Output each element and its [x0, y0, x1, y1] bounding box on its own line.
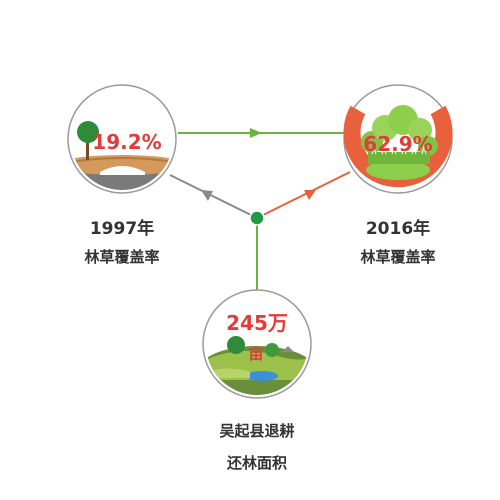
node-2016: 62.9% [343, 84, 453, 194]
forest-icon [361, 105, 438, 180]
arrow-head-left [201, 190, 213, 201]
caption-area-line2: 还林面积 [226, 454, 287, 472]
year-label-2016: 2016年 [365, 219, 431, 239]
tree-icon-bottom-2 [265, 343, 279, 357]
connector-hub-to-right [256, 171, 351, 219]
hub-node [249, 210, 265, 226]
tree-icon [77, 121, 99, 143]
value-area: 245万 [226, 311, 288, 335]
node-area: 245万 亩 [202, 289, 312, 399]
arrow-head-right [250, 128, 262, 138]
connector-hub-to-left [169, 174, 258, 219]
value-2016: 62.9% [363, 132, 432, 156]
tree-icon-bottom [227, 336, 245, 354]
node-1997: 19.2% [67, 84, 177, 194]
arrow-head-up-right [304, 190, 316, 200]
caption-area-line1: 吴起县退耕 [219, 422, 295, 440]
house-icon [282, 346, 294, 352]
caption-label-2016: 林草覆盖率 [360, 248, 436, 266]
value-1997: 19.2% [92, 130, 161, 154]
caption-label-1997: 林草覆盖率 [84, 248, 160, 266]
year-label-1997: 1997年 [89, 219, 155, 239]
value-area-unit: 亩 [248, 345, 263, 363]
tree-trunk-icon [86, 138, 89, 160]
